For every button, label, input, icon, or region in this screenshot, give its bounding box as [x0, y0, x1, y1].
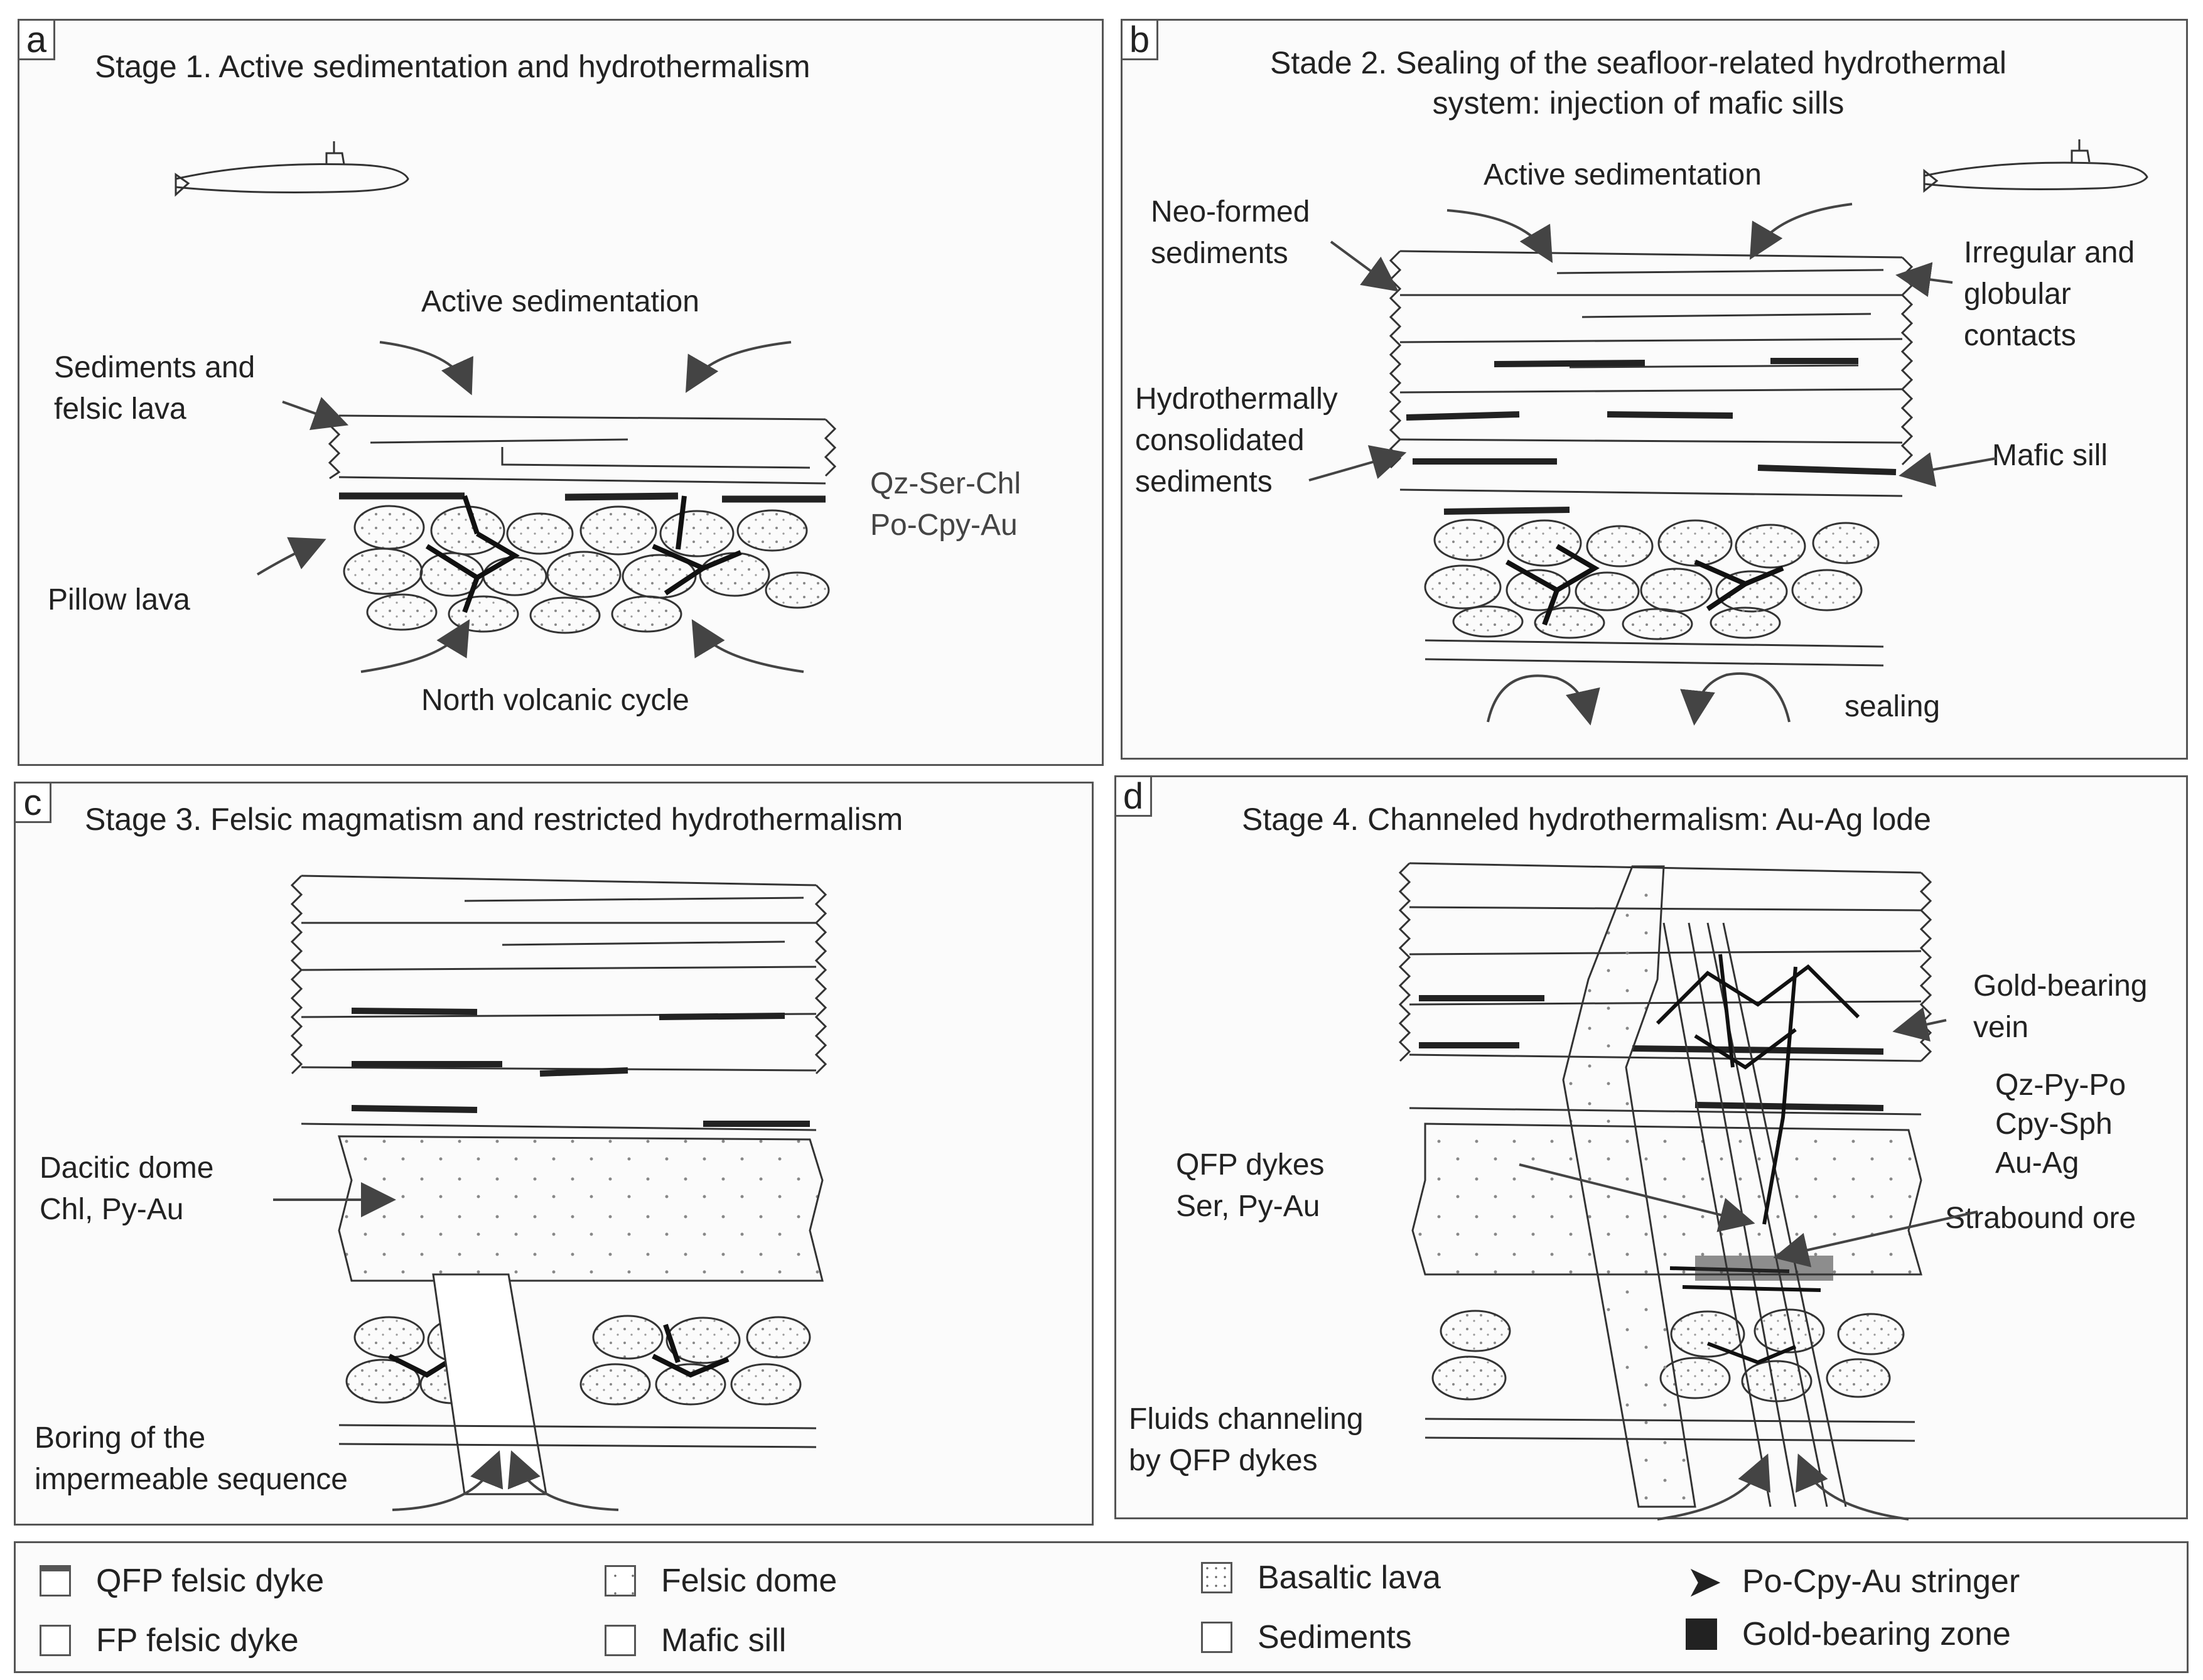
- arrows-a: [257, 342, 804, 672]
- legend-sediments: Sediments: [1201, 1618, 1412, 1656]
- legend-stringer-label: Po-Cpy-Au stringer: [1742, 1563, 2020, 1600]
- gold-zone-d: [1695, 1256, 1833, 1281]
- legend-felsic-dome-label: Felsic dome: [661, 1562, 837, 1600]
- sediment-layers-a: [330, 416, 835, 483]
- legend-fp-dyke-label: FP felsic dyke: [96, 1622, 299, 1659]
- mafic-sill-swatch: [605, 1625, 636, 1656]
- dacitic-dome-c: [339, 1136, 822, 1281]
- pillow-lava-a: [344, 506, 829, 633]
- legend-basaltic-lava: Basaltic lava: [1201, 1559, 1441, 1597]
- sediment-layers-c: [292, 876, 826, 1130]
- mafic-sills-d: [1419, 998, 1883, 1108]
- basaltic-lava-swatch: [1201, 1562, 1232, 1593]
- gold-zone-swatch: [1686, 1618, 1717, 1650]
- felsic-dome-d: [1413, 1124, 1921, 1274]
- felsic-dome-swatch: [605, 1565, 636, 1597]
- legend-felsic-dome: Felsic dome: [605, 1562, 837, 1600]
- pillow-lava-b: [1425, 520, 1878, 639]
- legend-stringer: ➤ Po-Cpy-Au stringer: [1686, 1556, 2020, 1607]
- legend-qfp-dyke-label: QFP felsic dyke: [96, 1562, 324, 1600]
- felsic-conduit-c: [433, 1274, 546, 1494]
- legend: QFP felsic dyke FP felsic dyke Felsic do…: [14, 1541, 2189, 1673]
- legend-gold-zone: Gold-bearing zone: [1686, 1615, 2011, 1653]
- sediments-swatch: [1201, 1622, 1232, 1653]
- submarine-b: [1924, 139, 2147, 191]
- legend-fp-dyke: FP felsic dyke: [40, 1622, 299, 1659]
- basal-layer-c: [339, 1425, 816, 1447]
- submarine-a: [176, 141, 408, 195]
- legend-mafic-sill: Mafic sill: [605, 1622, 786, 1659]
- legend-basaltic-lava-label: Basaltic lava: [1258, 1559, 1441, 1597]
- mafic-sills-c: [352, 1011, 810, 1124]
- stringer-icon: ➤: [1686, 1556, 1717, 1607]
- mafic-sill-a: [339, 496, 826, 499]
- legend-sediments-label: Sediments: [1258, 1618, 1412, 1656]
- pillow-lava-c: [347, 1316, 810, 1404]
- legend-gold-zone-label: Gold-bearing zone: [1742, 1615, 2011, 1653]
- mafic-sills-b: [1406, 361, 1896, 512]
- legend-qfp-dyke: QFP felsic dyke: [40, 1562, 324, 1600]
- basal-layer-b: [1425, 640, 1883, 665]
- fp-dyke-swatch: [40, 1625, 71, 1656]
- sediment-layers-d: [1400, 863, 1931, 1114]
- legend-mafic-sill-label: Mafic sill: [661, 1622, 786, 1659]
- qfp-dyke-swatch: [40, 1565, 71, 1597]
